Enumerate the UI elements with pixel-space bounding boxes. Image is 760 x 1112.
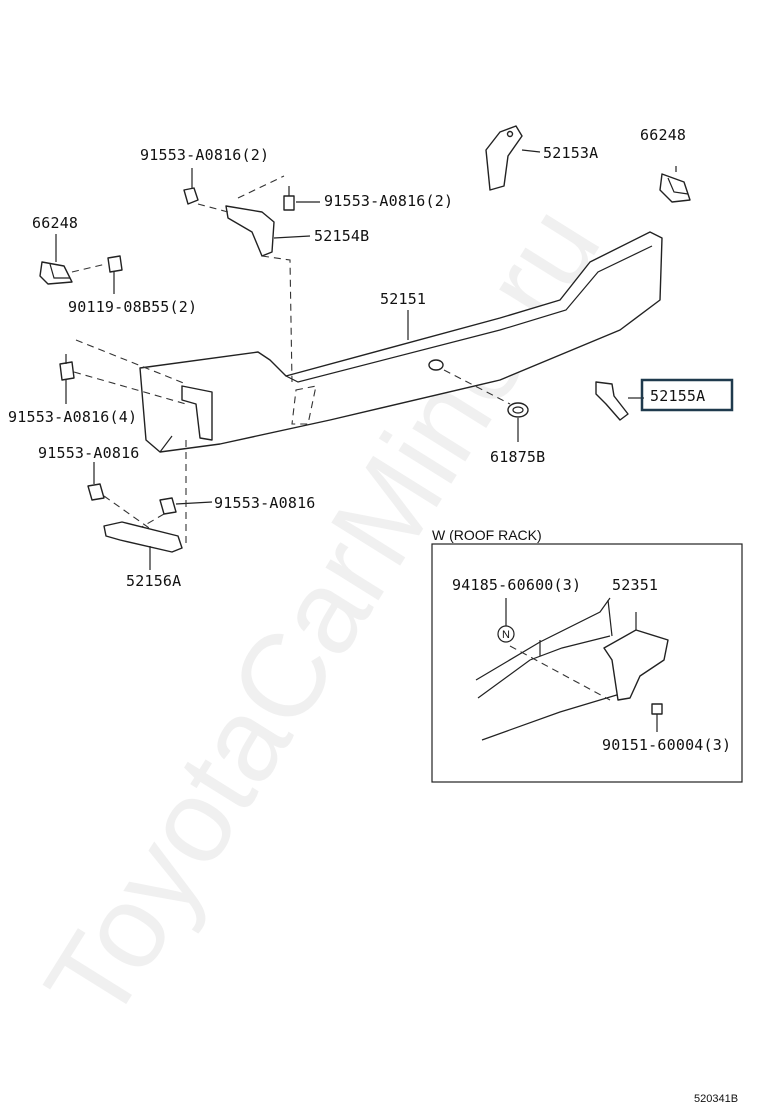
inset-n-badge-text: N xyxy=(502,629,510,641)
bolt-left-4[interactable] xyxy=(59,354,75,404)
label-bracket-mid: 52154B xyxy=(314,227,369,245)
label-bolt-top-right: 91553-A0816(2) xyxy=(324,192,453,210)
clip-66248-left[interactable] xyxy=(39,234,73,285)
label-screw-left: 90119-08B55(2) xyxy=(68,298,197,316)
bolt-top-left[interactable] xyxy=(183,168,199,205)
bolt-left-single[interactable] xyxy=(87,462,105,501)
label-bumper-cover: 52151 xyxy=(380,290,426,308)
bracket-52153a[interactable] xyxy=(485,125,541,191)
label-grommet: 61875B xyxy=(490,448,545,466)
label-bolt-lower-single: 91553-A0816 xyxy=(214,494,316,512)
label-bolt-top-left: 91553-A0816(2) xyxy=(140,146,269,164)
label-screw-inset: 90151-60004(3) xyxy=(602,736,731,754)
bumper-cover-52151[interactable] xyxy=(139,231,663,453)
label-bracket-inset: 52351 xyxy=(612,576,658,594)
clip-66248-right[interactable] xyxy=(659,166,691,203)
grommet-61875b[interactable] xyxy=(507,402,529,442)
bracket-52154b[interactable] xyxy=(225,205,311,257)
label-bracket-upper: 52153A xyxy=(543,144,598,162)
label-clip-top-right: 66248 xyxy=(640,126,686,144)
inset-bracket-52351[interactable] xyxy=(603,612,669,701)
screw-90119-08b55[interactable] xyxy=(107,255,123,294)
label-bracket-lower: 52156A xyxy=(126,572,181,590)
label-bolt-left-4: 91553-A0816(4) xyxy=(8,408,137,426)
bolt-lower-single[interactable] xyxy=(159,497,213,515)
diagram-code: 520341B xyxy=(694,1093,738,1105)
inset-title: W (ROOF RACK) xyxy=(432,527,542,543)
inset-screw-90151-60004[interactable] xyxy=(651,703,663,732)
bolt-top-right[interactable] xyxy=(283,186,320,211)
highlight-box-52155a xyxy=(640,378,734,412)
bracket-52156a[interactable] xyxy=(103,521,183,570)
bracket-52155a[interactable] xyxy=(595,381,644,421)
label-rivet-inset: 94185-60600(3) xyxy=(452,576,581,594)
inset-bumper[interactable] xyxy=(475,597,621,741)
label-bolt-left-single: 91553-A0816 xyxy=(38,444,140,462)
inset-frame xyxy=(431,543,743,783)
label-bracket-right[interactable]: 52155A xyxy=(650,387,705,405)
label-clip-left: 66248 xyxy=(32,214,78,232)
